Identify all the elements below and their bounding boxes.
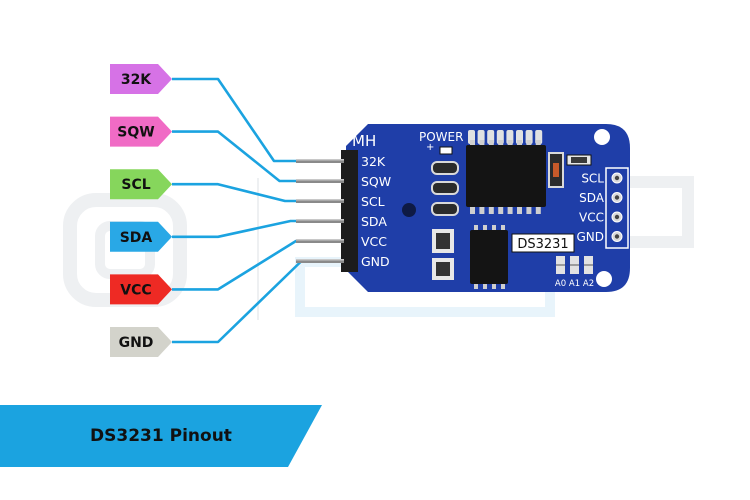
pin-tag-label: SCL xyxy=(121,177,150,193)
header-pin-highlight xyxy=(296,219,344,221)
header-hole-center xyxy=(614,195,620,200)
right-header-outline xyxy=(605,167,629,249)
header-pin xyxy=(296,159,344,163)
pin-tag xyxy=(110,116,172,147)
right-pin-label: SCL xyxy=(581,172,604,186)
ds3231-chip: DS3231 xyxy=(470,225,575,289)
header-pin xyxy=(296,259,344,263)
header-hole-center xyxy=(614,175,620,181)
right-pin-label: VCC xyxy=(579,211,604,225)
header-hole-center xyxy=(614,214,620,220)
header-pin-highlight xyxy=(296,159,344,161)
left-pin-label: SDA xyxy=(361,214,387,229)
mounting-hole xyxy=(594,129,610,145)
right-pin-label: GND xyxy=(576,230,604,244)
mounting-hole xyxy=(596,271,612,287)
pin-tag-label: SDA xyxy=(120,230,153,246)
pin-tag xyxy=(110,221,172,252)
small-components xyxy=(431,152,592,280)
header-pin-highlight xyxy=(296,179,344,181)
address-label: A1 xyxy=(569,279,580,289)
pin-tag-group: 32K SQW SCL SDA VCC GND xyxy=(110,64,172,357)
eeprom-chip xyxy=(466,140,546,214)
left-pin-label: SQW xyxy=(361,174,391,189)
right-header-holes xyxy=(611,172,623,242)
address-label: A0 xyxy=(555,279,566,289)
header-hole-center xyxy=(614,234,620,239)
header-pin-highlight xyxy=(296,199,344,201)
header-pin-highlight xyxy=(296,239,344,241)
power-led xyxy=(439,146,453,155)
left-pin-labels: 32K SQW SCL SDA VCC GND xyxy=(361,154,391,269)
left-pin-label: 32K xyxy=(361,154,386,169)
pin-tag-label: VCC xyxy=(120,282,151,298)
header-pin xyxy=(296,199,344,203)
pin-tag xyxy=(110,169,172,200)
power-label: POWER xyxy=(419,130,463,144)
right-pin-label: SDA xyxy=(579,191,605,205)
header-pin xyxy=(296,179,344,183)
pin-tag xyxy=(110,64,172,94)
right-pin-labels: SCL SDA VCC GND xyxy=(576,172,604,245)
pin-tag-label: SQW xyxy=(117,125,154,141)
banner-title: DS3231 Pinout xyxy=(90,426,232,446)
pin-tag xyxy=(110,327,172,357)
left-pin-label: VCC xyxy=(361,234,387,249)
pin-tag xyxy=(110,274,172,305)
board-brand-label: MH xyxy=(352,132,376,150)
left-pin-label: GND xyxy=(361,254,390,269)
header-pin xyxy=(296,219,344,223)
header-pin xyxy=(296,239,344,243)
pin-tag-label: GND xyxy=(119,335,154,351)
left-pin-label: SCL xyxy=(361,194,385,209)
power-plus-sign: + xyxy=(426,142,434,153)
chip-label: DS3231 xyxy=(517,237,568,252)
title-banner xyxy=(0,405,322,467)
pin-wire xyxy=(172,77,343,163)
address-label: A2 xyxy=(583,279,594,289)
address-jumper-pads xyxy=(556,256,593,274)
mounting-hole xyxy=(402,203,416,217)
header-pin-highlight xyxy=(296,259,344,261)
left-header-pins xyxy=(296,159,344,263)
pin-tag-label: 32K xyxy=(121,72,152,88)
left-header-block xyxy=(341,150,358,272)
rtc-module-board: MH POWER + DS32 xyxy=(296,124,630,292)
